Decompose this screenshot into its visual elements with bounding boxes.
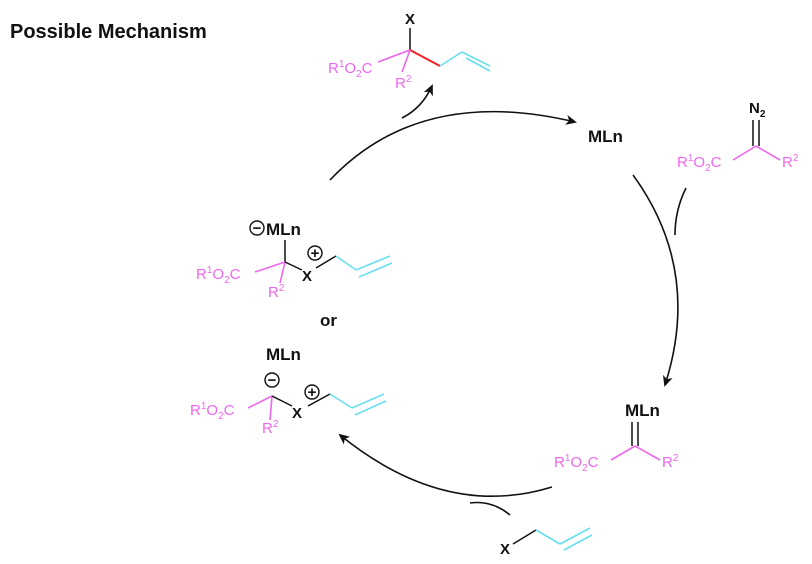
ylide-a-x: X (302, 268, 312, 285)
arrow-diazo-in (674, 187, 687, 236)
diazo-structure: N2 R1O2C R2 (677, 100, 799, 174)
catalyst-label: MLn (588, 127, 623, 146)
carbenoid-ester: R1O2C (554, 453, 599, 474)
ylide-free: MLn − X + R1O2C R2 (190, 345, 387, 437)
title: Possible Mechanism (10, 21, 207, 43)
allyl-x: X (500, 541, 510, 558)
ylide-b-mln: MLn (266, 345, 301, 364)
arrow-allyl-in (469, 501, 511, 516)
ylide-a-r2: R2 (268, 283, 285, 301)
ylide-b-r2: R2 (262, 419, 279, 437)
arrow-right (632, 174, 679, 387)
diazo-r2: R2 (782, 153, 799, 171)
ylide-a-minus: − (253, 220, 262, 237)
arrow-to-product (401, 84, 433, 119)
ylide-b-x: X (292, 405, 302, 422)
product-x: X (405, 11, 415, 28)
arrow-top (329, 110, 577, 181)
ylide-b-plus: + (308, 384, 317, 401)
arrow-bottom (338, 433, 553, 497)
product-structure: X R1O2C R2 (328, 11, 491, 92)
or-label: or (320, 311, 337, 330)
product-ester: R1O2C (328, 59, 373, 80)
carbenoid-mln: MLn (625, 401, 660, 420)
ylide-b-ester: R1O2C (190, 401, 235, 422)
product-r2: R2 (395, 74, 412, 92)
allyl-substrate: X (500, 527, 593, 558)
diazo-ester: R1O2C (677, 153, 722, 174)
carbenoid-structure: MLn R1O2C R2 (554, 401, 679, 474)
diazo-n2: N2 (749, 100, 766, 120)
ylide-a-plus: + (311, 245, 320, 262)
ylide-a-mln: MLn (266, 220, 301, 239)
ylide-a-ester: R1O2C (196, 265, 241, 286)
ylide-b-minus: − (268, 372, 277, 389)
ylide-metal-bound: − MLn X + R1O2C R2 (196, 220, 393, 301)
carbenoid-r2: R2 (662, 453, 679, 471)
